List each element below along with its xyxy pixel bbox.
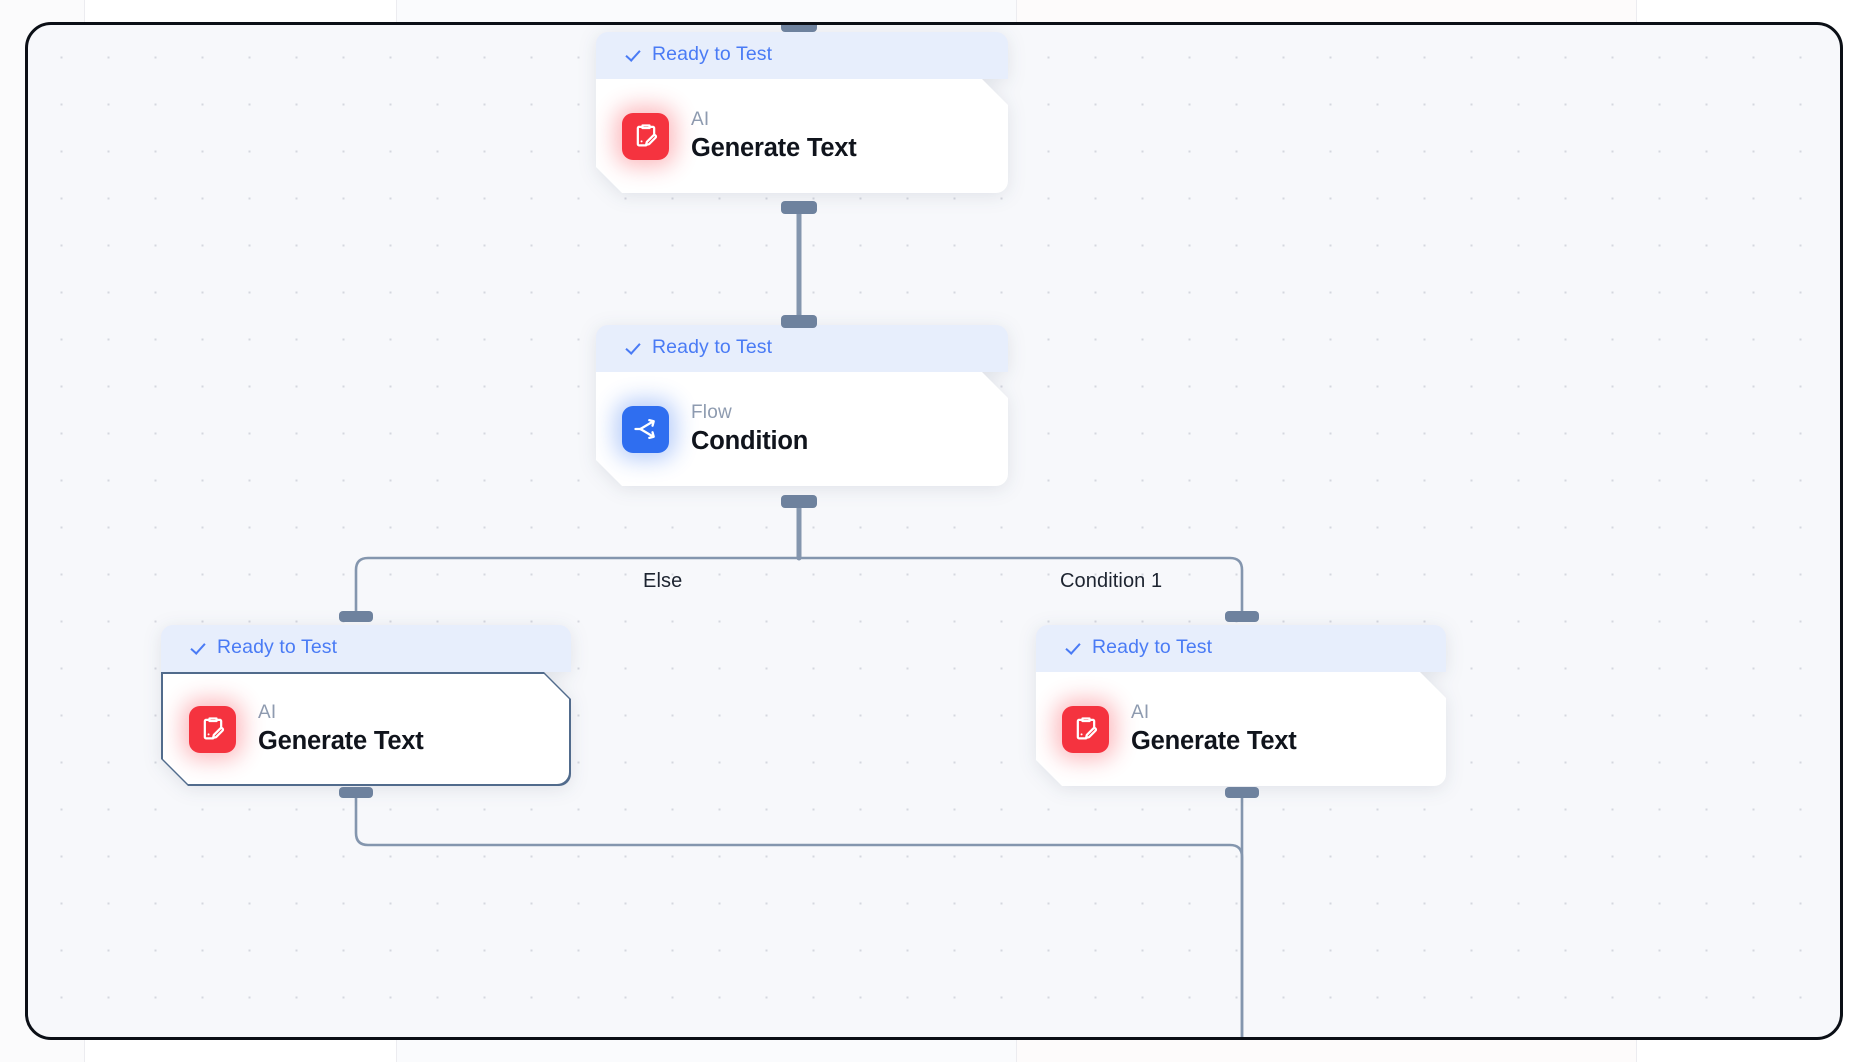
node-body[interactable]: AI Generate Text [596,79,1008,193]
node-body[interactable]: Flow Condition [596,372,1008,486]
edge-branch-condition-1 [799,556,1244,617]
branch-label-else: Else [643,570,683,592]
clipboard-pencil-icon [622,113,669,160]
handle-node1-top[interactable] [781,25,817,32]
check-icon [627,340,643,356]
check-icon [192,640,208,656]
edge-branch-else [354,556,799,617]
node-status-header: Ready to Test [596,32,1008,79]
canvas-dot-grid [28,25,1840,1037]
workflow-canvas[interactable]: Else Condition 1 Ready to Test [25,22,1843,1040]
node-title-label: Generate Text [1131,727,1297,755]
node-status-header: Ready to Test [1036,625,1446,672]
node-generate-text-condition-1[interactable]: Ready to Test AI Generate Text [1036,625,1446,786]
check-icon [627,47,643,63]
node-title-label: Condition [691,427,809,455]
branch-label-condition-1: Condition 1 [1060,570,1163,592]
node-generate-text-top[interactable]: Ready to Test AI Generate Text [596,32,1008,193]
edge-merge-else [354,793,1244,1037]
node-selection-outline: AI Generate Text [161,672,571,786]
node-body[interactable]: AI Generate Text [163,674,569,784]
node-status-header: Ready to Test [161,625,571,672]
node-kind-label: AI [1131,702,1150,723]
handle-node4-top[interactable] [1225,611,1259,622]
node-kind-label: Flow [691,402,732,423]
handle-node3-top[interactable] [339,611,373,622]
handle-node2-bottom[interactable] [781,495,817,508]
node-status-label: Ready to Test [217,636,338,658]
node-title-label: Generate Text [691,134,857,162]
node-kind-label: AI [258,702,277,723]
node-status-label: Ready to Test [652,43,773,65]
node-title-label: Generate Text [258,727,424,755]
clipboard-pencil-icon [189,706,236,753]
handle-node3-bottom[interactable] [339,787,373,798]
node-status-label: Ready to Test [652,336,773,358]
check-icon [1067,640,1083,656]
node-status-label: Ready to Test [1092,636,1213,658]
handle-node4-bottom[interactable] [1225,787,1259,798]
node-status-header: Ready to Test [596,325,1008,372]
node-body[interactable]: AI Generate Text [1036,672,1446,786]
handle-node2-top[interactable] [781,315,817,328]
node-generate-text-else[interactable]: Ready to Test AI Ge [161,625,571,786]
node-condition[interactable]: Ready to Test Flow Condition [596,325,1008,486]
clipboard-pencil-icon [1062,706,1109,753]
handle-node1-bottom[interactable] [781,201,817,214]
branch-shuffle-icon [622,406,669,453]
node-kind-label: AI [691,109,710,130]
